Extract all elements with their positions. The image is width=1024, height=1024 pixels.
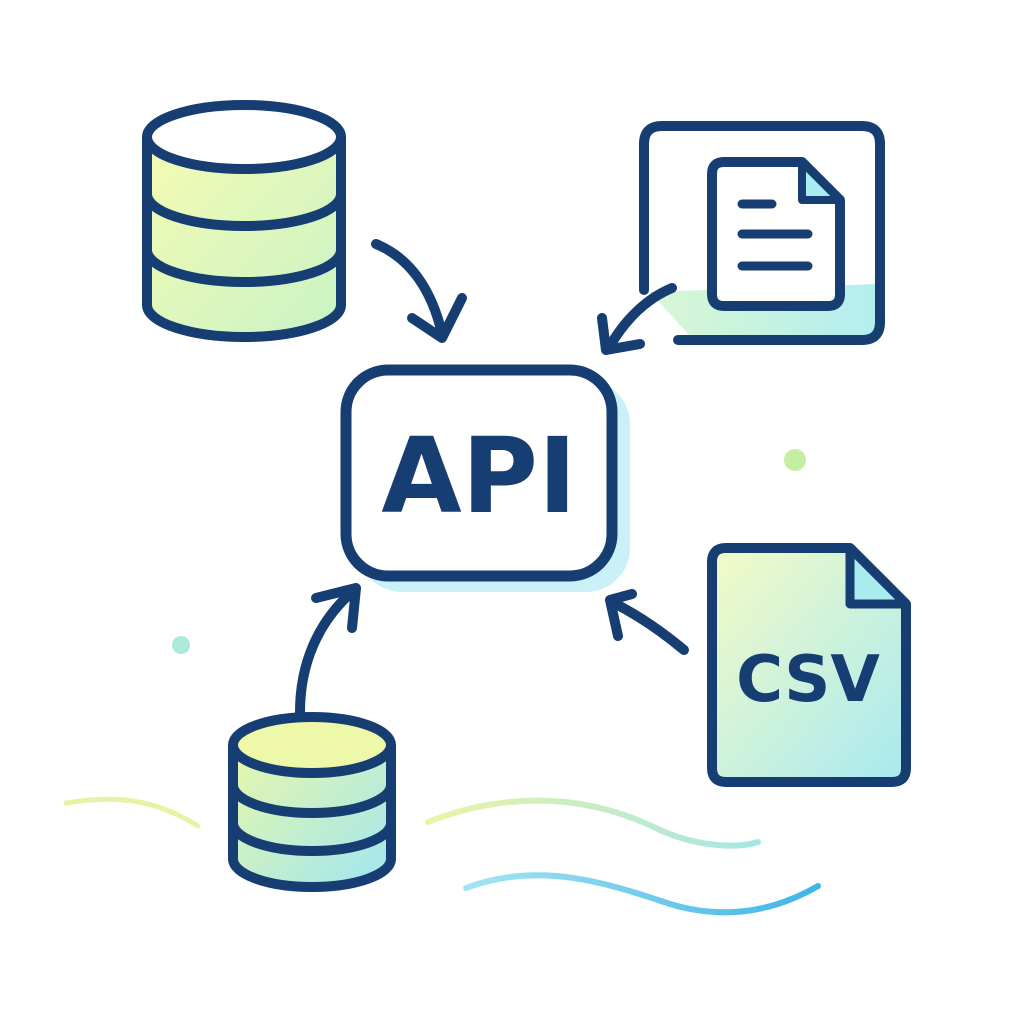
database-icon	[228, 712, 396, 892]
decorative-dot-teal	[172, 636, 190, 654]
api-hub: API	[340, 364, 630, 592]
connector-arrows	[295, 239, 689, 717]
decorative-waves	[63, 796, 821, 916]
arrow-database-to-api	[371, 239, 467, 343]
csv-file-icon: CSV	[707, 543, 911, 787]
document-icon	[639, 121, 885, 345]
api-label: API	[381, 415, 576, 537]
wave-left	[63, 796, 201, 829]
arrow-csv-to-api	[605, 589, 689, 655]
decorative-dot-green	[784, 449, 806, 471]
arrow-bottom-database-to-api	[295, 583, 361, 717]
wave-middle	[425, 797, 761, 849]
csv-label: CSV	[736, 643, 880, 717]
database-icon	[142, 100, 346, 342]
arrow-document-to-api	[597, 283, 677, 355]
wave-blue	[463, 872, 821, 916]
